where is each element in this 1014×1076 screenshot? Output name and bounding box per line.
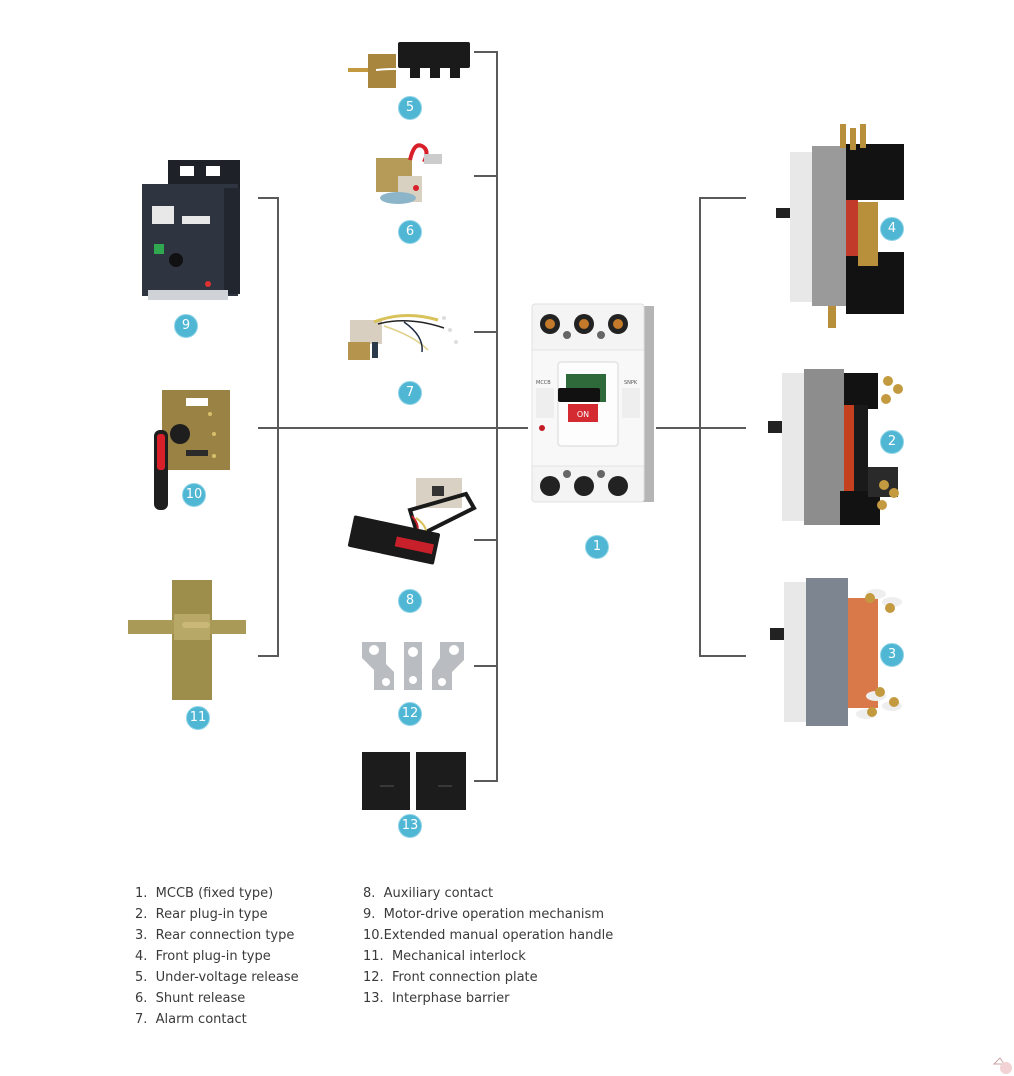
badge-4: 4 xyxy=(880,217,904,241)
badge-1: 1 xyxy=(585,535,609,559)
connector-main-horizontal-left xyxy=(258,427,528,429)
front-connection-plate-image xyxy=(362,642,464,690)
badge-7: 7 xyxy=(398,381,422,405)
legend-item-12: 12. Front connection plate xyxy=(363,970,538,985)
breaker-brand-label: SNPK xyxy=(624,380,638,386)
interphase-barrier-image xyxy=(362,752,466,810)
connector-mid-13 xyxy=(474,780,497,782)
connector-mid-5 xyxy=(474,51,497,53)
legend-item-8: 8. Auxiliary contact xyxy=(363,886,494,901)
badge-9: 9 xyxy=(174,314,198,338)
badge-2: 2 xyxy=(880,430,904,454)
connector-mid-6 xyxy=(474,175,497,177)
badge-13: 13 xyxy=(398,814,422,838)
under-voltage-release-image xyxy=(348,42,470,88)
connector-right-vertical xyxy=(699,197,701,657)
motor-drive-mechanism-image xyxy=(142,160,240,300)
alarm-contact-image xyxy=(348,313,458,360)
legend-item-6: 6. Shunt release xyxy=(135,991,246,1006)
legend-item-7: 7. Alarm contact xyxy=(135,1012,247,1027)
connector-middle-vertical xyxy=(496,51,498,782)
front-plug-in-type-image xyxy=(776,124,904,328)
legend-item-11: 11. Mechanical interlock xyxy=(363,949,526,964)
rear-plug-in-type-image xyxy=(768,369,903,525)
corner-watermark-icon xyxy=(992,1057,1012,1074)
mccb-fixed-type-image: ON MCCB SNPK xyxy=(531,303,654,503)
breaker-handle-label: ON xyxy=(577,410,589,419)
badge-8: 8 xyxy=(398,589,422,613)
shunt-release-image xyxy=(376,143,442,204)
connector-right-top xyxy=(699,197,746,199)
connector-mid-7 xyxy=(474,331,497,333)
connector-mid-8 xyxy=(474,539,497,541)
legend-left-column: 1. MCCB (fixed type) 2. Rear plug-in typ… xyxy=(135,883,299,1030)
legend-item-10: 10.Extended manual operation handle xyxy=(363,928,614,943)
legend-item-3: 3. Rear connection type xyxy=(135,928,295,943)
legend-item-13: 13. Interphase barrier xyxy=(363,991,510,1006)
legend-item-5: 5. Under-voltage release xyxy=(135,970,299,985)
badge-10: 10 xyxy=(182,483,206,507)
badge-3: 3 xyxy=(880,643,904,667)
extended-manual-handle-image xyxy=(154,390,230,510)
legend-item-9: 9. Motor-drive operation mechanism xyxy=(363,907,604,922)
connector-main-horizontal-right xyxy=(656,427,746,429)
connector-left-top xyxy=(258,197,278,199)
rear-connection-type-image xyxy=(770,578,902,726)
breaker-model-label: MCCB xyxy=(536,380,551,386)
badge-5: 5 xyxy=(398,96,422,120)
legend-right-column: 8. Auxiliary contact 9. Motor-drive oper… xyxy=(363,883,613,1009)
mechanical-interlock-image xyxy=(128,580,246,700)
connector-right-bottom xyxy=(699,655,746,657)
badge-12: 12 xyxy=(398,702,422,726)
badge-11: 11 xyxy=(186,706,210,730)
legend-item-4: 4. Front plug-in type xyxy=(135,949,271,964)
badge-6: 6 xyxy=(398,220,422,244)
legend-item-2: 2. Rear plug-in type xyxy=(135,907,268,922)
connector-mid-12 xyxy=(474,665,497,667)
auxiliary-contact-image xyxy=(348,478,477,565)
connector-left-bottom xyxy=(258,655,278,657)
legend-item-1: 1. MCCB (fixed type) xyxy=(135,886,274,901)
